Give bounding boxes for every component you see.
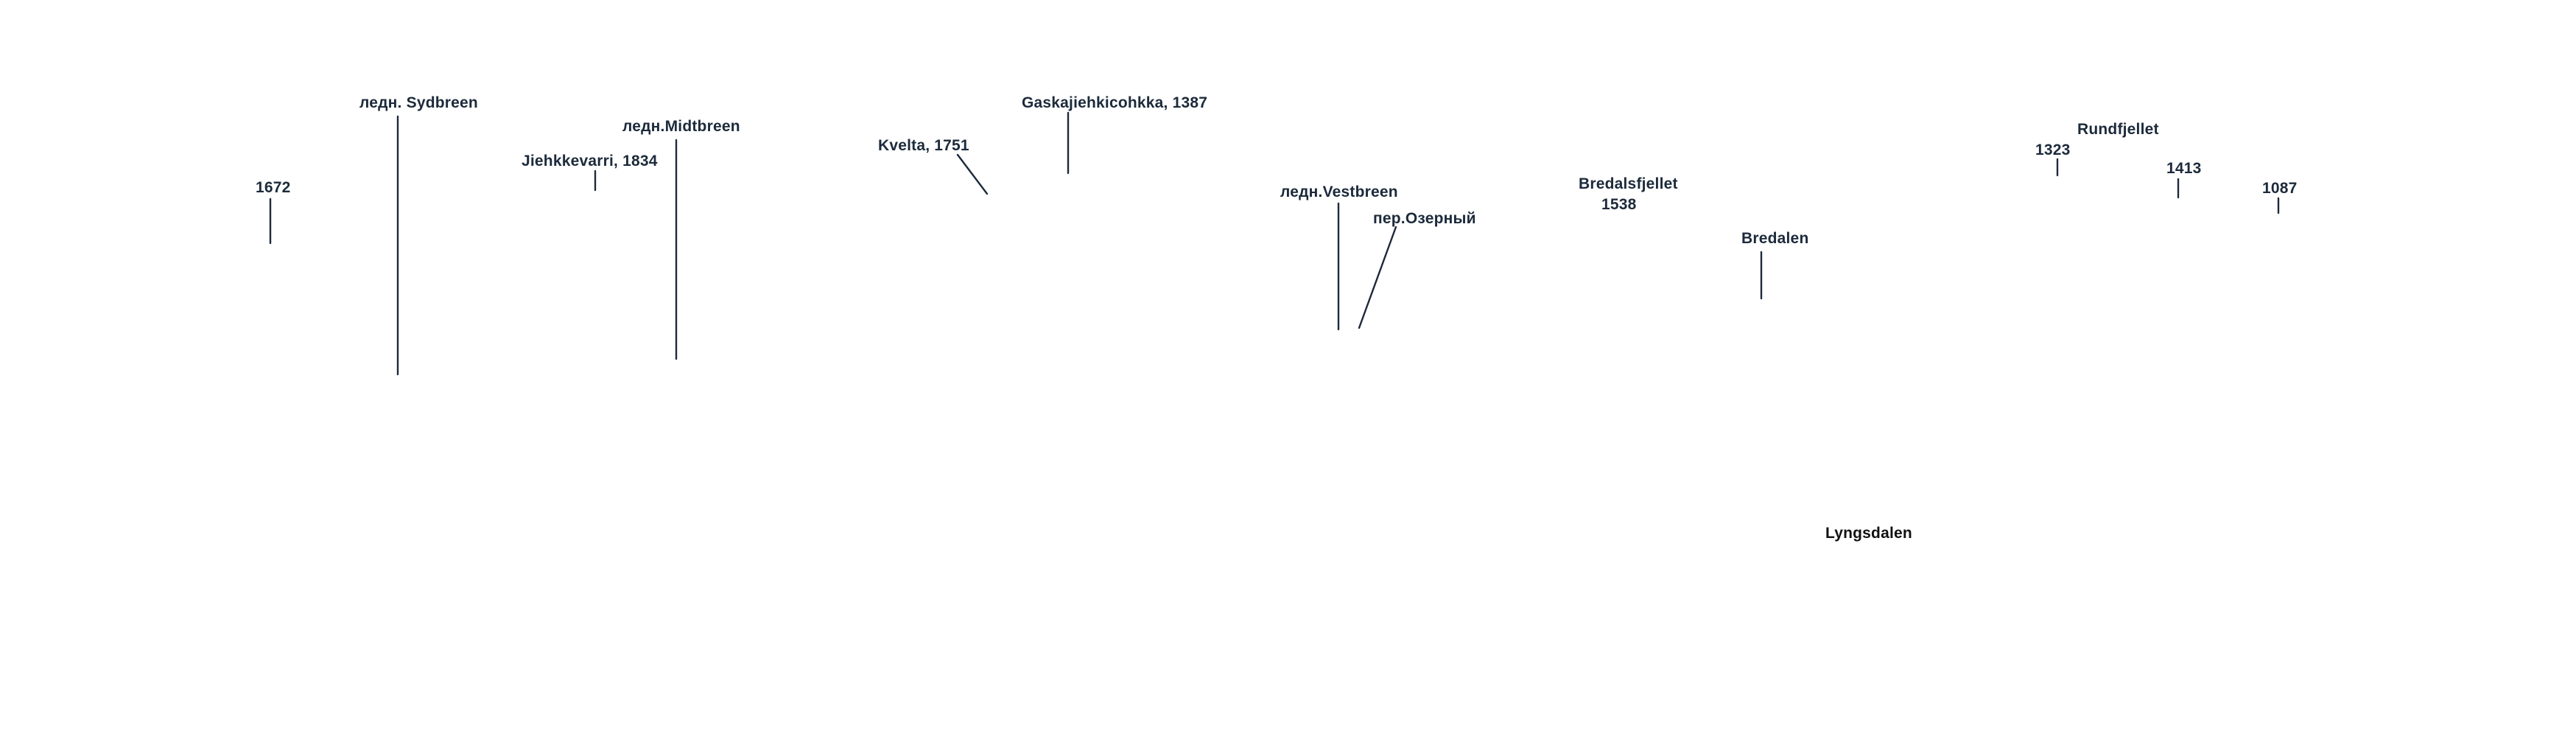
label-kvelta: Kvelta, 1751 [878, 137, 969, 154]
label-peak-1087: 1087 [2262, 180, 2298, 197]
label-gaskajiehkicohkka: Gaskajiehkicohkka, 1387 [1022, 94, 1208, 111]
label-lyngsdalen: Lyngsdalen [1825, 525, 1912, 542]
label-jiehkkevarri: Jiehkkevarri, 1834 [522, 153, 658, 170]
label-peak-1538: 1538 [1601, 196, 1637, 213]
label-bredalen: Bredalen [1741, 230, 1809, 247]
label-peak-1323: 1323 [2035, 142, 2071, 158]
label-sydbreen: ледн. Sydbreen [359, 94, 478, 111]
label-peak-1672: 1672 [256, 179, 291, 196]
label-vestbreen: ледн.Vestbreen [1280, 184, 1398, 200]
label-rundfjellet: Rundfjellet [2077, 121, 2159, 138]
leader-line-kvelta [956, 153, 989, 195]
label-peak-1413: 1413 [2166, 160, 2202, 177]
label-ozerny: пер.Озерный [1373, 210, 1476, 227]
label-bredalsfjellet: Bredalsfjellet [1579, 175, 1678, 192]
leader-line-ozerny [1358, 226, 1397, 329]
label-midtbreen: ледн.Midtbreen [622, 118, 740, 135]
